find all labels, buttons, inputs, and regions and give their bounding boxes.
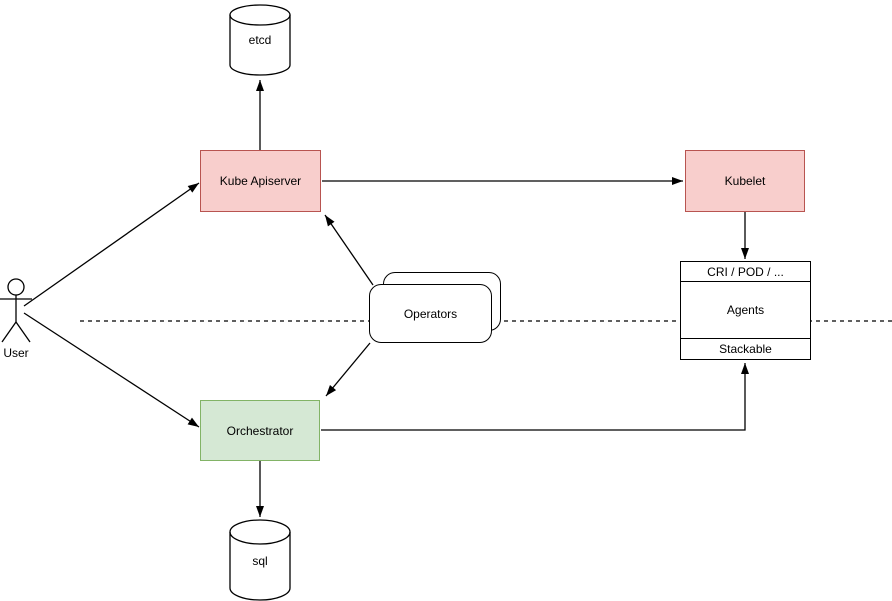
etcd-cylinder-shape <box>229 4 291 76</box>
edge-orchestrator-to-agents <box>321 363 749 431</box>
agents-header: CRI / POD / ... <box>681 262 810 282</box>
node-kubelet: Kubelet <box>685 150 805 212</box>
user-actor-shape <box>0 278 32 343</box>
node-agents-stack: CRI / POD / ... Agents Stackable <box>680 261 811 360</box>
node-sql-label: sql <box>252 554 268 568</box>
node-etcd-label: etcd <box>248 33 272 47</box>
node-operators-label: Operators <box>403 306 458 321</box>
node-kube-apiserver-label: Kube Apiserver <box>219 174 302 188</box>
sql-cylinder-shape <box>229 519 291 601</box>
node-orchestrator-label: Orchestrator <box>226 423 294 438</box>
node-kube-apiserver: Kube Apiserver <box>200 150 321 212</box>
agents-body: Agents <box>726 303 765 317</box>
node-kubelet-label: Kubelet <box>724 174 766 188</box>
edge-user-to-orchestrator <box>23 312 200 428</box>
edge-operators-to-orchestrator <box>325 342 371 397</box>
agents-footer: Stackable <box>681 338 810 359</box>
edge-user-to-kube-apiserver <box>23 182 200 307</box>
user-actor-label: User <box>3 346 29 360</box>
node-operators: Operators <box>369 284 492 343</box>
edge-operators-to-kube-apiserver <box>324 214 374 286</box>
node-orchestrator: Orchestrator <box>200 400 320 461</box>
